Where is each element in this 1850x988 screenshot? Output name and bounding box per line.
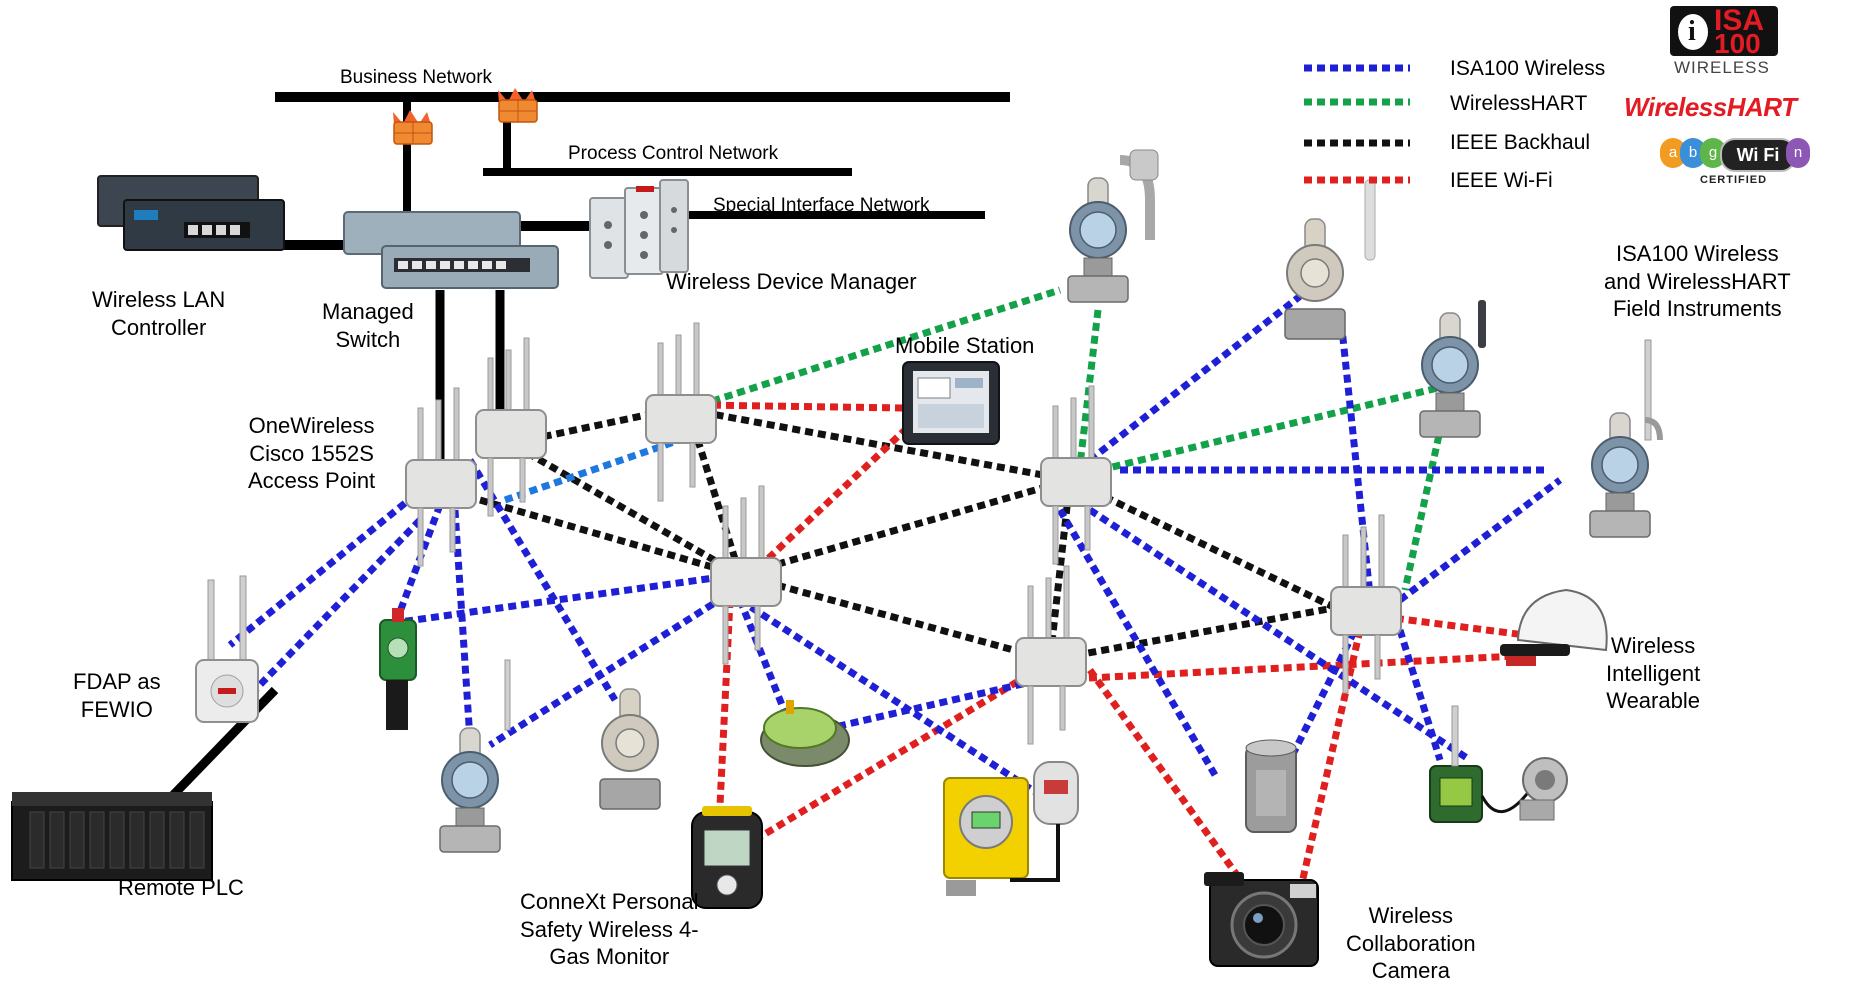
legend-label-wifi: IEEE Wi-Fi bbox=[1450, 169, 1553, 192]
legend-label-isa100: ISA100 Wireless bbox=[1450, 57, 1606, 80]
remote-plc-label: Remote PLC bbox=[118, 875, 244, 900]
access-point-label: OneWireless Cisco 1552S Access Point bbox=[248, 413, 376, 493]
isa100-logo: i ISA 100 WIRELESS bbox=[1670, 6, 1780, 78]
gas-monitor-label: ConneXt Personal Safety Wireless 4- Gas … bbox=[520, 889, 699, 969]
wireless-device-manager-label: Wireless Device Manager bbox=[666, 269, 917, 294]
wireless-lan-controller-label: Wireless LAN Controller bbox=[92, 287, 226, 340]
wearable-label: Wireless Intelligent Wearable bbox=[1606, 633, 1701, 713]
managed-switch-label: Managed Switch bbox=[322, 299, 414, 352]
wirelesshart-logo: WirelessHART bbox=[1624, 92, 1797, 122]
legend-label-wirelesshart: WirelessHART bbox=[1450, 92, 1588, 115]
special-interface-network-label: Special Interface Network bbox=[713, 195, 930, 216]
field-instruments-label: ISA100 Wireless and WirelessHART Field I… bbox=[1604, 241, 1791, 321]
fdap-label: FDAP as FEWIO bbox=[73, 669, 161, 722]
mobile-station-label: Mobile Station bbox=[895, 333, 1035, 358]
legend-label-backhaul: IEEE Backhaul bbox=[1450, 131, 1591, 154]
process-control-network-label: Process Control Network bbox=[568, 143, 779, 164]
wifi-certified-logo: a b g Wi Fi n CERTIFIED bbox=[1660, 134, 1812, 192]
business-network-label: Business Network bbox=[340, 67, 493, 88]
camera-label: Wireless Collaboration Camera bbox=[1346, 903, 1476, 983]
